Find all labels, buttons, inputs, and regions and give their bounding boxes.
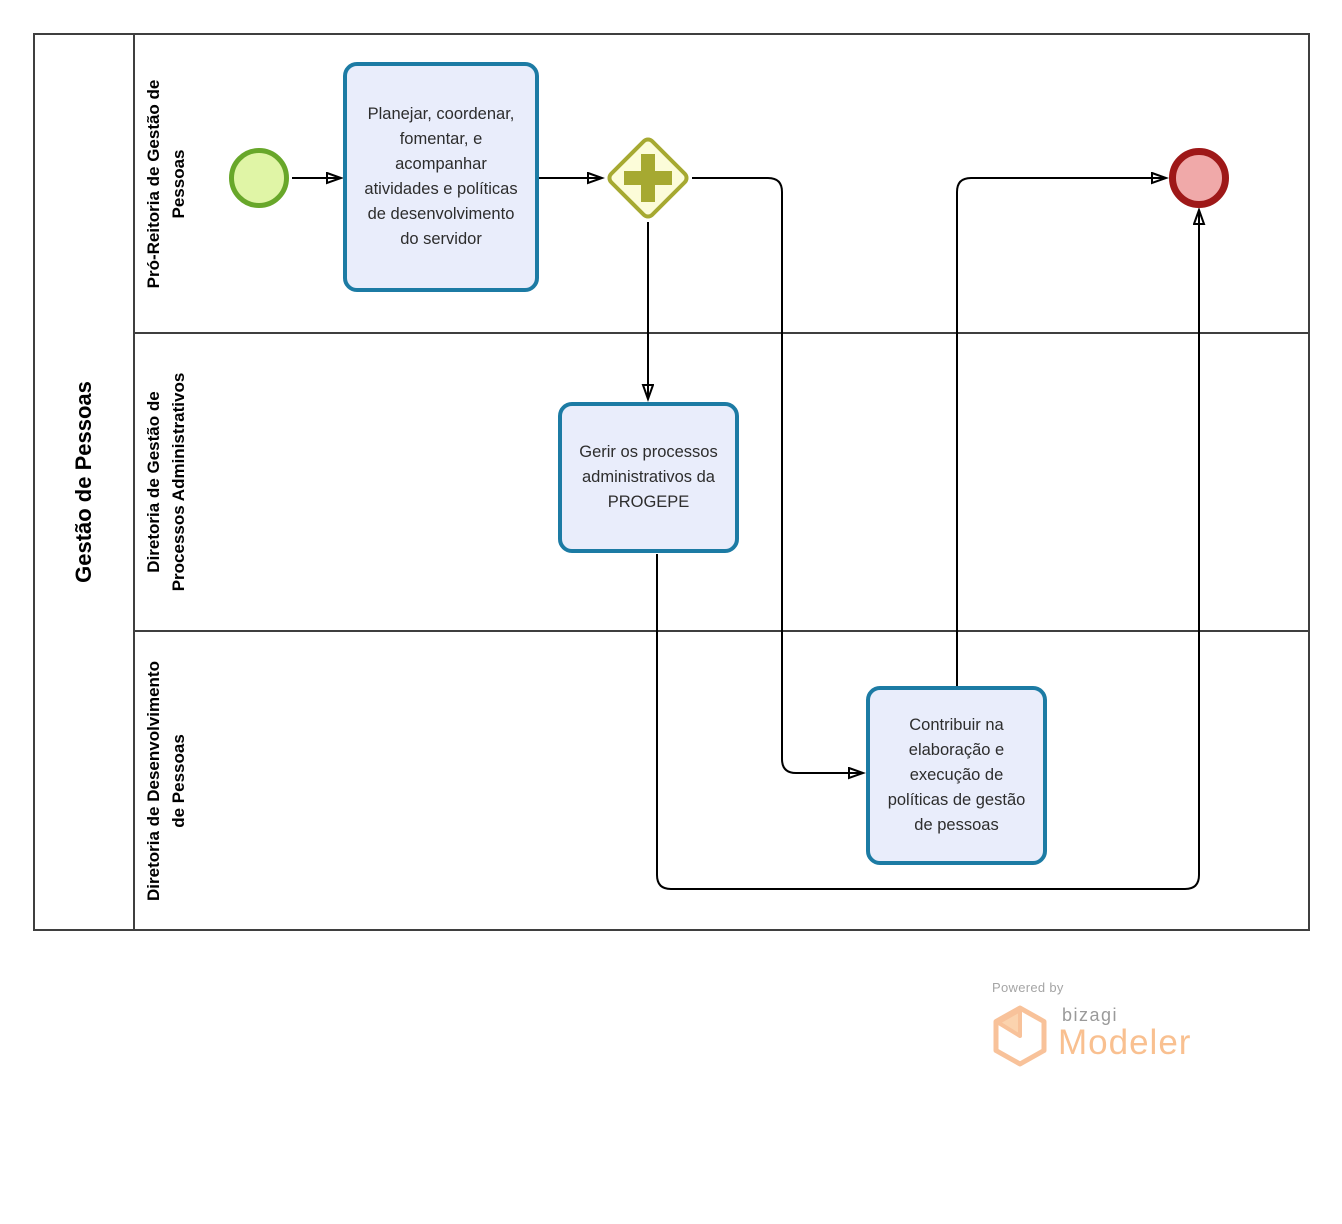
lane-label: Diretoria de Gestão de Processos Adminis…: [144, 372, 188, 592]
lane-pro-reitoria: Pró-Reitoria de Gestão de Pessoas: [135, 35, 1308, 332]
lane-label: Diretoria de Desenvolvimento de Pessoas: [144, 660, 188, 901]
lane-label: Pró-Reitoria de Gestão de Pessoas: [144, 79, 188, 288]
task-label: Contribuir na elaboração e execução de p…: [887, 716, 1026, 834]
bizagi-logo: Powered by bizagi Modeler: [985, 975, 1285, 1085]
lane-label-col: Diretoria de Desenvolvimento de Pessoas: [135, 632, 197, 929]
task-label: Gerir os processos administrativos da PR…: [579, 443, 718, 511]
lane-label-col: Pró-Reitoria de Gestão de Pessoas: [135, 35, 197, 332]
task-gerir[interactable]: Gerir os processos administrativos da PR…: [558, 402, 739, 553]
powered-by-label: Powered by: [992, 980, 1064, 995]
start-event[interactable]: [229, 148, 289, 208]
modeler-wordmark: Modeler: [1058, 1023, 1192, 1062]
task-planejar[interactable]: Planejar, coordenar, fomentar, e acompan…: [343, 62, 539, 292]
bizagi-icon: [993, 1005, 1047, 1067]
parallel-plus-icon: [641, 154, 655, 202]
end-event[interactable]: [1169, 148, 1229, 208]
pool-title: Gestão de Pessoas: [71, 381, 96, 583]
task-label: Planejar, coordenar, fomentar, e acompan…: [364, 105, 518, 248]
pool-header: Gestão de Pessoas: [35, 35, 135, 929]
lane-diretoria-desenvolvimento: Diretoria de Desenvolvimento de Pessoas: [135, 630, 1308, 929]
lane-label-col: Diretoria de Gestão de Processos Adminis…: [135, 334, 197, 630]
task-contribuir[interactable]: Contribuir na elaboração e execução de p…: [866, 686, 1047, 865]
bizagi-wordmark: bizagi: [1062, 1005, 1119, 1025]
